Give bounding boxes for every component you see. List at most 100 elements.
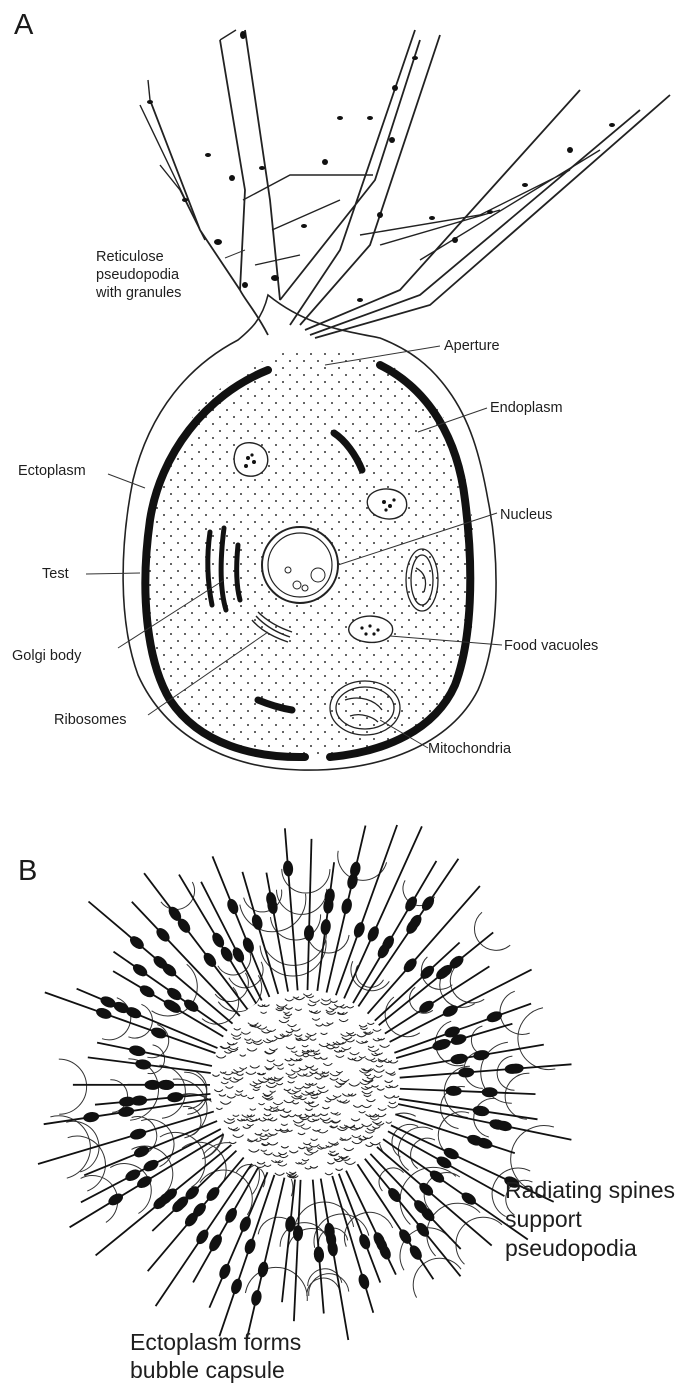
spine-granule [250,1289,263,1307]
spine-granule [256,1261,269,1279]
bubble-arc [413,1258,461,1297]
spine [398,1064,572,1078]
bubble-arc [309,1274,349,1296]
central-capsule [210,990,400,1180]
pseudopodia-branches [140,30,600,265]
nucleus [262,527,338,603]
spine-granule [118,1106,135,1118]
label-mitochondria: Mitochondria [428,740,511,758]
bubble-arc [411,1138,435,1168]
spine-granule [485,1009,503,1024]
spine-granule [83,1111,100,1123]
spine-granule [129,1127,147,1141]
spine [352,1157,433,1280]
bubble-arc [260,940,326,976]
label-nucleus: Nucleus [500,506,552,524]
spine-granule [218,945,235,964]
pseudopodia-stalk [150,30,670,338]
spine-granule [357,1272,371,1290]
spine [144,873,248,1011]
spine-granule [142,1157,161,1173]
label-ectoplasm-capsule: Ectoplasm forms bubble capsule [130,1328,301,1384]
label-test: Test [42,565,69,583]
foraminifera-diagram [86,30,670,770]
spine [349,861,436,1009]
food-vacuole [349,616,393,642]
spine-granule [313,1246,324,1263]
label-ectoplasm: Ectoplasm [18,462,86,480]
spine-granule [397,1227,414,1246]
spine-granule [340,897,353,915]
spine [344,826,422,998]
spine [282,1173,296,1302]
panel-letter-b: B [18,856,37,886]
spine-granule [320,918,332,935]
bubble-arc [202,987,239,1024]
spine-granule [150,1026,168,1041]
label-golgi-body: Golgi body [12,647,81,665]
spine [88,1057,215,1073]
spine [266,873,289,997]
spine-granule [223,1206,240,1225]
spine [397,1089,536,1095]
spine-granule [167,1091,184,1102]
label-reticulose-pseudopodia: Reticulose pseudopodia with granules [96,248,181,302]
spine-granule [482,1087,498,1098]
pseudopodia-granules [147,31,615,302]
central-capsule-body [210,990,400,1180]
bubble-arc [474,912,510,950]
food-vacuole [234,443,268,476]
spine [307,839,311,998]
spine-granule [238,1215,253,1234]
spine-granule [458,1067,475,1078]
spine-granule [407,1243,424,1262]
label-radiating-spines: Radiating spines support pseudopodia [505,1176,675,1263]
bubble-arc [518,1008,555,1070]
spine-granule [225,897,240,916]
panel-letter-a: A [14,10,33,40]
spine-granule [243,1237,258,1255]
spine-granule [229,1277,244,1295]
spine-granule [428,1168,447,1185]
bubble-arc [50,1116,90,1178]
label-food-vacuoles: Food vacuoles [504,637,598,655]
food-vacuole [367,489,406,519]
spine-granule [241,936,256,955]
spine-granule [131,962,150,979]
spine-granule [304,925,314,941]
bubble-arc [159,1065,185,1118]
spine-granule [365,925,381,944]
spine-granule [446,1086,462,1097]
spine-granule [282,860,293,877]
radiolarian-diagram [38,825,572,1340]
spine-granule [106,1191,125,1208]
spine [294,1171,301,1321]
spine-granule [352,921,367,939]
bubble-arc [505,1073,529,1119]
spine-granule [441,1003,460,1019]
spine-granule [210,931,227,950]
bubble-arc [307,1278,340,1296]
spine [95,1093,219,1105]
bubble-arc [456,1217,502,1264]
label-ribosomes: Ribosomes [54,711,127,729]
spine-granule [217,1262,232,1281]
spine [285,828,298,995]
spine-granule [144,1080,160,1090]
bubble-arc [398,1127,432,1170]
bubble-arc [161,882,195,909]
label-aperture: Aperture [444,337,500,355]
spine-granule [194,1227,211,1246]
bubble-arc [148,1045,165,1074]
spine-granule [357,1232,372,1251]
spine-granule [419,894,436,913]
bubble-arc [59,1059,87,1114]
spine-granule [201,951,219,970]
spine-granule [182,997,201,1014]
spine-granule [250,913,264,931]
spine-granule [129,1044,147,1057]
label-endoplasm: Endoplasm [490,399,563,417]
spine-granule [131,1095,148,1106]
bubble-arc [474,1098,496,1137]
